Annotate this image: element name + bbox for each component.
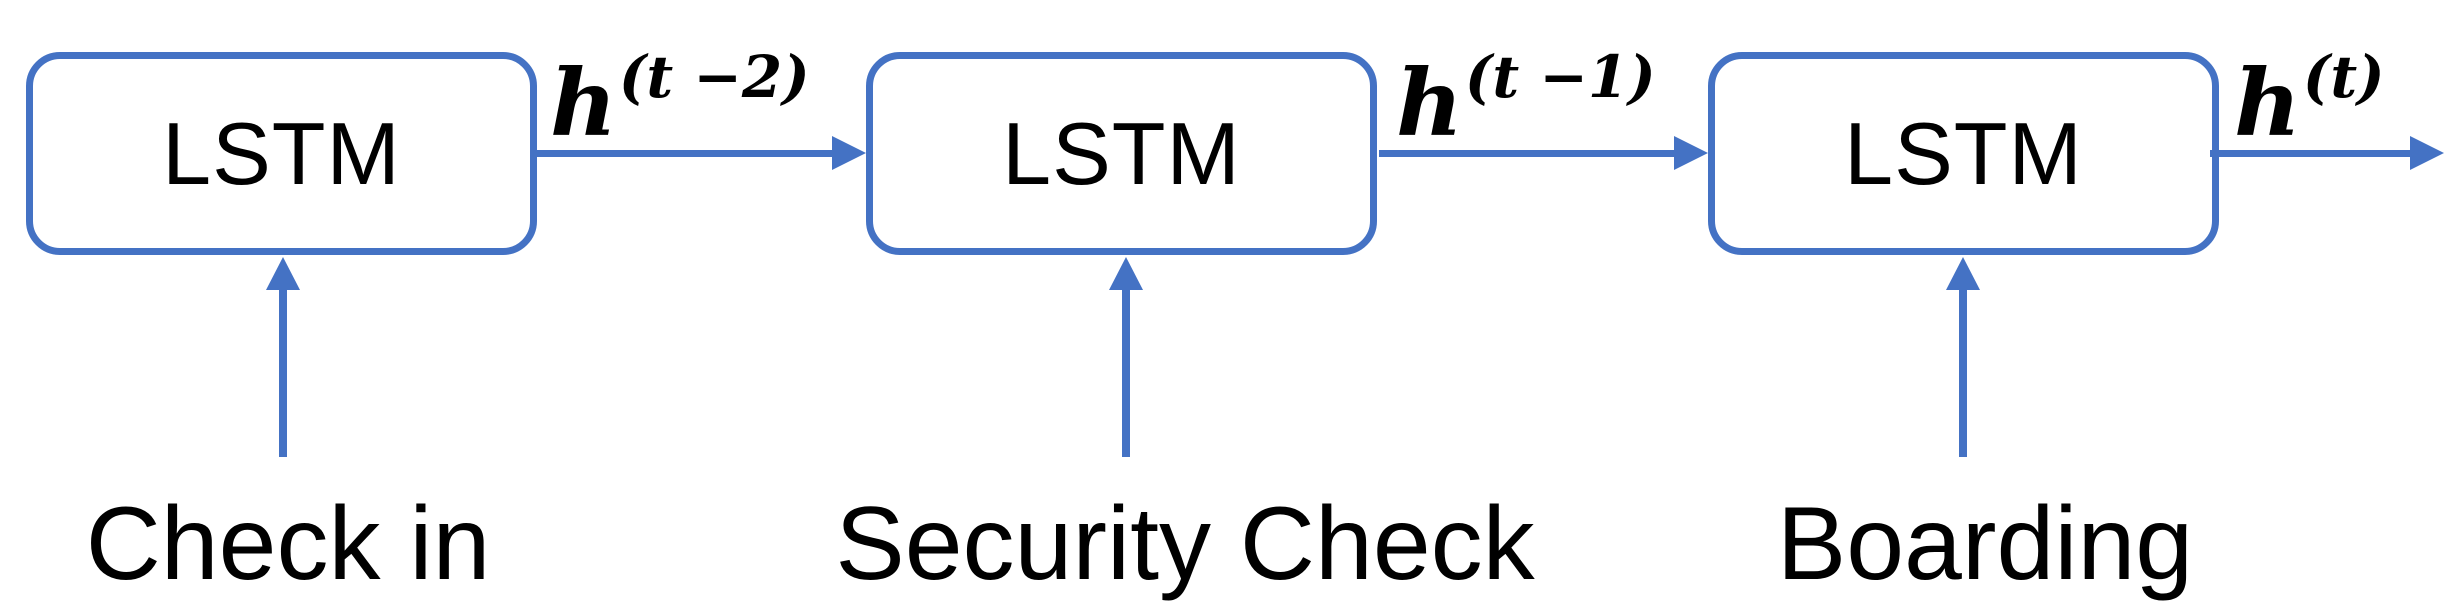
right-arrowhead-icon: [1674, 136, 1708, 170]
hidden-state-arrow-3-shaft: [2210, 150, 2412, 157]
input-label-security-check: Security Check: [835, 486, 1535, 602]
hidden-state-label-base: h: [2234, 49, 2301, 157]
hidden-state-label-base: h: [550, 49, 617, 157]
input-arrow-1-shaft: [279, 288, 287, 457]
lstm-box-2-label: LSTM: [1002, 103, 1241, 203]
input-arrow-2-shaft: [1122, 288, 1130, 457]
input-label-check-in: Check in: [85, 486, 491, 602]
lstm-box-3: LSTM: [1708, 52, 2219, 255]
lstm-box-2: LSTM: [866, 52, 1377, 255]
right-arrowhead-icon: [832, 136, 866, 170]
up-arrowhead-icon: [1109, 257, 1143, 290]
lstm-box-3-label: LSTM: [1844, 103, 2083, 203]
up-arrowhead-icon: [266, 257, 300, 290]
hidden-state-arrow-2-shaft: [1379, 150, 1676, 157]
hidden-state-label-superscript: (t −2): [618, 43, 810, 111]
hidden-state-label-t: h(t): [2234, 48, 2385, 149]
hidden-state-label-t-minus-1: h(t −1): [1396, 48, 1656, 149]
hidden-state-label-t-minus-2: h(t −2): [550, 48, 810, 149]
input-arrow-3-shaft: [1959, 288, 1967, 457]
right-arrowhead-icon: [2410, 136, 2444, 170]
lstm-box-1: LSTM: [26, 52, 537, 255]
hidden-state-label-base: h: [1396, 49, 1463, 157]
hidden-state-label-superscript: (t): [2302, 43, 2385, 111]
hidden-state-arrow-1-shaft: [537, 150, 834, 157]
up-arrowhead-icon: [1946, 257, 1980, 290]
input-label-boarding: Boarding: [1776, 486, 2194, 602]
hidden-state-label-superscript: (t −1): [1464, 43, 1656, 111]
lstm-box-1-label: LSTM: [162, 103, 401, 203]
